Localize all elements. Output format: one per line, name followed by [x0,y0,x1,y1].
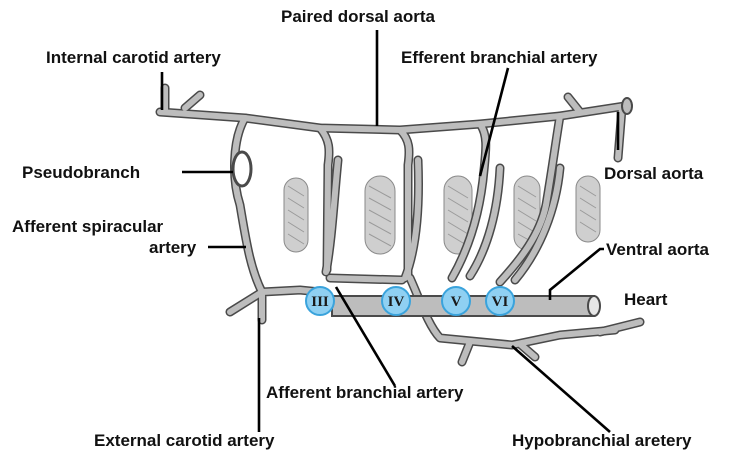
label-afferent-spiracular-line2: artery [149,238,197,257]
label-heart: Heart [624,290,668,309]
label-internal-carotid-artery: Internal carotid artery [46,48,221,67]
arch-label-iv: IV [388,294,405,310]
arch-label-v: V [451,294,462,310]
pseudobranch-structure [233,152,251,186]
label-afferent-branchial-artery: Afferent branchial artery [266,383,464,402]
dorsal-aorta-cap [622,98,632,114]
arch-marker-iv: IV [382,287,410,315]
label-dorsal-aorta: Dorsal aorta [604,164,704,183]
label-pseudobranch: Pseudobranch [22,163,140,182]
diagram-labels: Paired dorsal aorta Internal carotid art… [12,7,710,450]
arch-marker-iii: III [306,287,334,315]
gill-lamella-1 [284,178,308,252]
arch-marker-v: V [442,287,470,315]
leader-hypobranchial [512,346,610,432]
label-afferent-spiracular-line1: Afferent spiracular [12,217,164,236]
arch-marker-vi: VI [486,287,514,315]
label-paired-dorsal-aorta: Paired dorsal aorta [281,7,436,26]
gill-lamella-2 [365,176,395,254]
gill-lamella-5 [576,176,600,242]
arch-label-vi: VI [492,294,509,310]
vessels-fill [160,88,640,362]
label-external-carotid-artery: External carotid artery [94,431,275,450]
arch-label-iii: III [311,294,329,310]
label-hypobranchial-artery: Hypobranchial aretery [512,431,692,450]
label-efferent-branchial-artery: Efferent branchial artery [401,48,598,67]
label-ventral-aorta: Ventral aorta [606,240,710,259]
leader-ventral-aorta [550,249,604,300]
